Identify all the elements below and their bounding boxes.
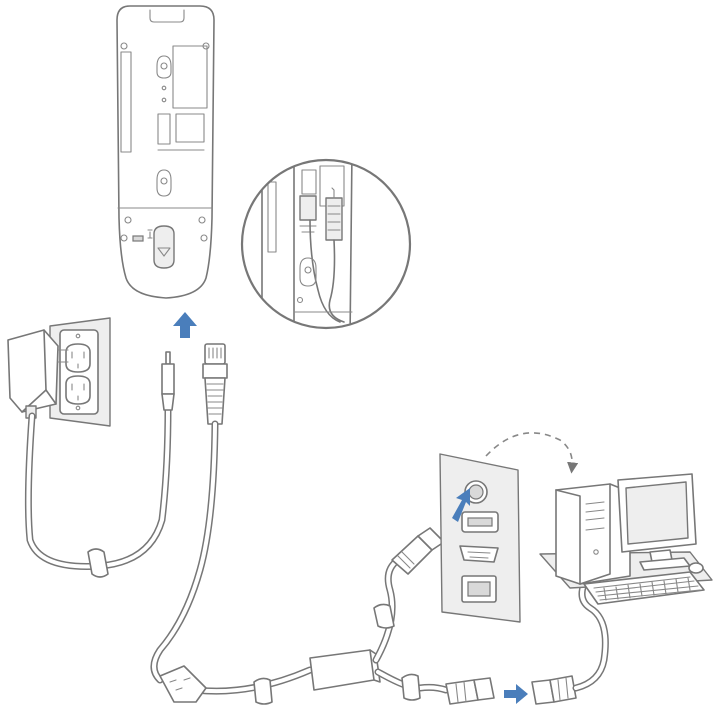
insert-arrow-icon <box>504 684 528 704</box>
scanner-cable <box>150 420 314 705</box>
scanner-back-icon <box>116 5 215 299</box>
dashed-curve-arrow-icon <box>485 432 579 474</box>
connector-detail-magnifier-icon <box>240 158 412 330</box>
keyboard-connector <box>531 580 609 705</box>
pc-port-panel-icon <box>439 453 521 623</box>
wall-outlet-icon <box>49 317 111 427</box>
desktop-computer-icon <box>539 473 713 589</box>
ps2-y-cable-icon <box>159 527 495 705</box>
rj45-plug-icon <box>202 343 228 425</box>
power-cable <box>24 404 172 578</box>
keyboard-icon <box>583 562 705 605</box>
power-adapter-icon <box>7 329 69 419</box>
insert-arrow-icon <box>173 312 197 338</box>
barrel-plug-icon <box>161 351 175 411</box>
